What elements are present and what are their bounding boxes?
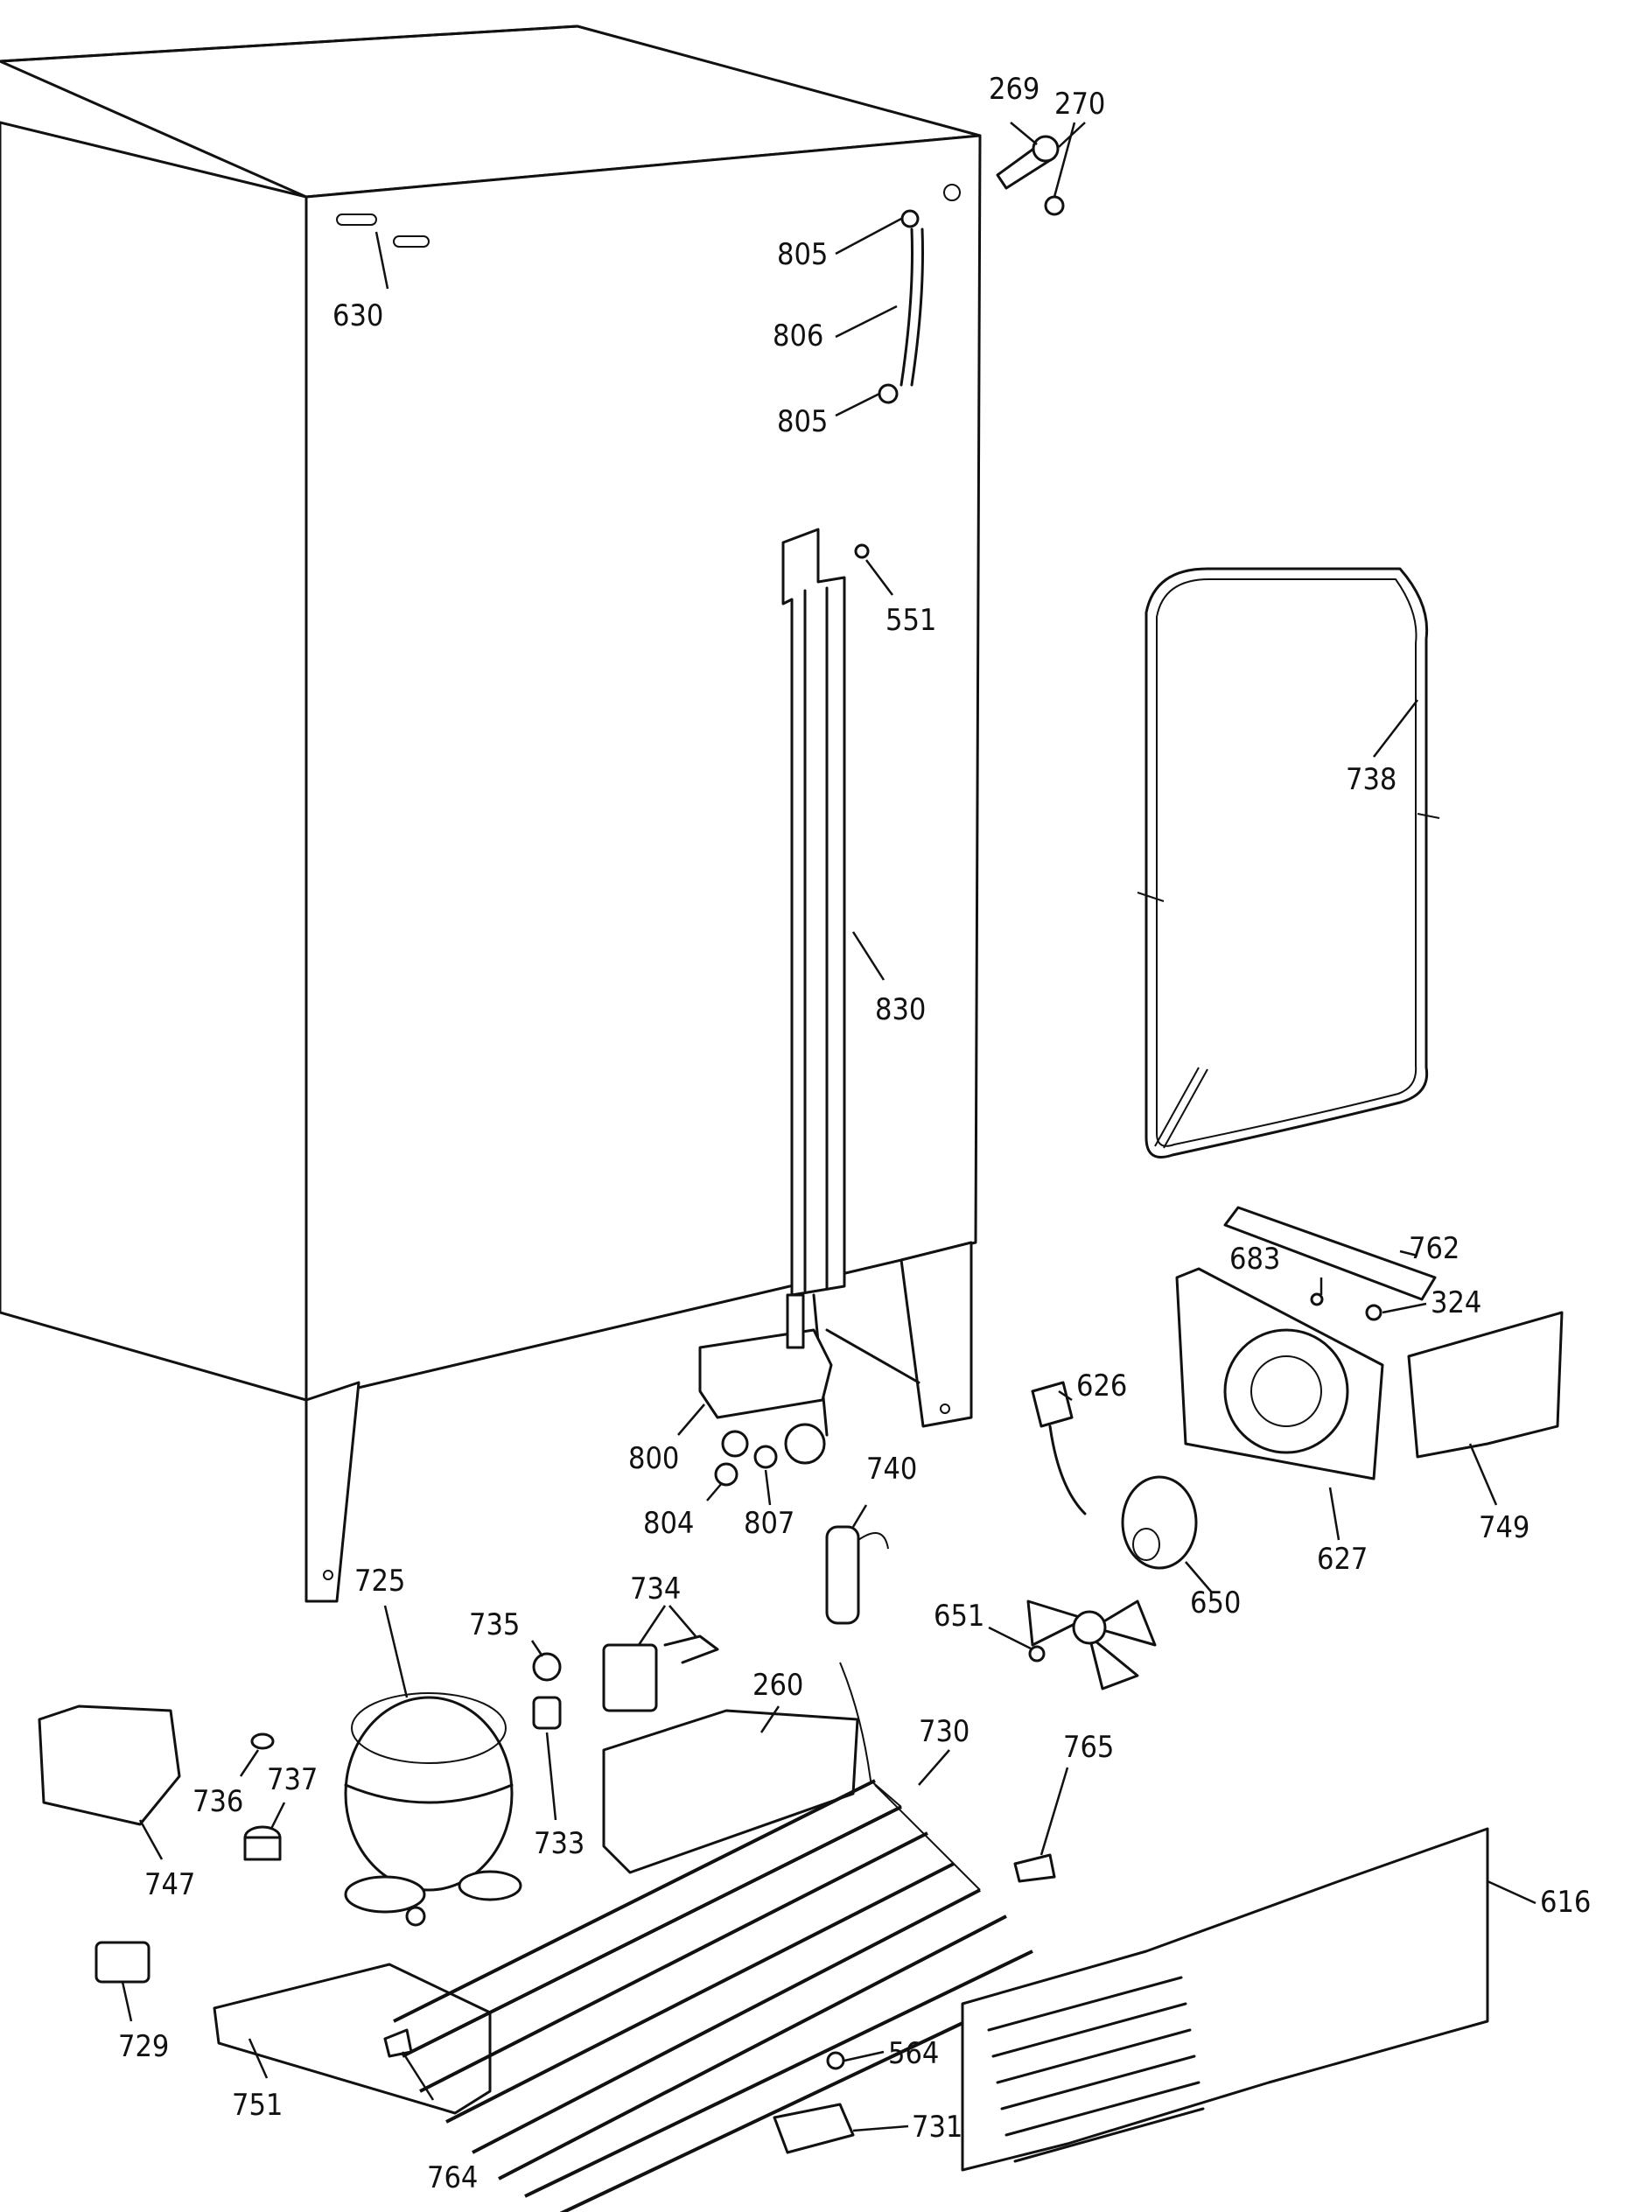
- label-806: 806: [773, 318, 823, 354]
- clip-764: [383, 2028, 413, 2058]
- label-751: 751: [232, 2088, 283, 2123]
- leader-lines: [121, 122, 1536, 2132]
- fan-motor-650: [1121, 1475, 1198, 1570]
- label-626: 626: [1076, 1368, 1127, 1404]
- condenser-coil-730: [393, 1662, 1060, 2212]
- label-804: 804: [643, 1506, 694, 1541]
- label-725: 725: [354, 1564, 405, 1599]
- label-260: 260: [752, 1668, 803, 1703]
- relay-cover-734: [602, 1643, 658, 1712]
- label-736: 736: [192, 1784, 243, 1819]
- base-751: [213, 1963, 492, 2115]
- label-735: 735: [469, 1607, 520, 1642]
- grommet-735: [532, 1652, 562, 1682]
- screw-564: [826, 2051, 845, 2070]
- compressor-725: [344, 1692, 522, 1927]
- bracket-747: [38, 1704, 181, 1826]
- label-650: 650: [1190, 1586, 1241, 1620]
- label-616: 616: [1540, 1885, 1591, 1920]
- label-324: 324: [1431, 1285, 1481, 1320]
- label-764: 764: [427, 2160, 478, 2195]
- screw-683: [1310, 1292, 1324, 1306]
- cap-and-screw-269-270: [996, 135, 1065, 216]
- label-830: 830: [875, 992, 926, 1027]
- label-762: 762: [1409, 1231, 1460, 1266]
- cover-749: [1407, 1311, 1564, 1459]
- fan-blade-651: [1026, 1600, 1157, 1690]
- clip-736: [250, 1732, 275, 1750]
- relay-733: [532, 1696, 562, 1730]
- part-804-ball: [714, 1462, 738, 1487]
- label-765: 765: [1063, 1730, 1114, 1765]
- label-805-top: 805: [777, 237, 828, 272]
- pad-762: [1223, 1206, 1437, 1301]
- clip-765: [1013, 1853, 1056, 1883]
- label-747: 747: [144, 1867, 195, 1902]
- label-800: 800: [628, 1441, 679, 1476]
- fan-shroud-627: [1175, 1267, 1384, 1480]
- label-731: 731: [912, 2110, 962, 2145]
- label-749: 749: [1479, 1510, 1530, 1545]
- label-734: 734: [630, 1572, 681, 1606]
- grommet-324: [1365, 1304, 1382, 1321]
- label-733: 733: [534, 1826, 584, 1861]
- label-269: 269: [989, 72, 1040, 107]
- clip-731: [773, 2103, 855, 2154]
- door-gasket: [1137, 567, 1440, 1158]
- label-807: 807: [744, 1506, 794, 1541]
- label-729: 729: [118, 2029, 169, 2064]
- part-labels: 269 270 630 805 806 805 551 738 830 762 …: [118, 72, 1591, 2195]
- label-630: 630: [332, 298, 383, 333]
- part-807-ball: [753, 1445, 778, 1469]
- refrigerator-cabinet: [0, 24, 982, 1603]
- drain-pan-260: [602, 1709, 859, 1874]
- label-805-bottom: 805: [777, 404, 828, 439]
- label-651: 651: [934, 1599, 984, 1634]
- grille-616: [961, 1827, 1489, 2172]
- grommet-737: [243, 1825, 282, 1861]
- label-737: 737: [267, 1762, 318, 1797]
- label-730: 730: [919, 1714, 970, 1749]
- label-564: 564: [888, 2036, 939, 2071]
- label-740: 740: [866, 1452, 917, 1487]
- label-627: 627: [1317, 1542, 1368, 1577]
- label-270: 270: [1054, 87, 1105, 122]
- overload-729: [94, 1941, 150, 1984]
- label-738: 738: [1346, 762, 1396, 797]
- water-valve: [698, 1293, 833, 1465]
- water-tube-assembly: [854, 209, 924, 559]
- capacitor-740: [825, 1525, 889, 1625]
- clip-734: [663, 1634, 719, 1664]
- label-683: 683: [1229, 1242, 1280, 1277]
- label-551: 551: [886, 603, 936, 638]
